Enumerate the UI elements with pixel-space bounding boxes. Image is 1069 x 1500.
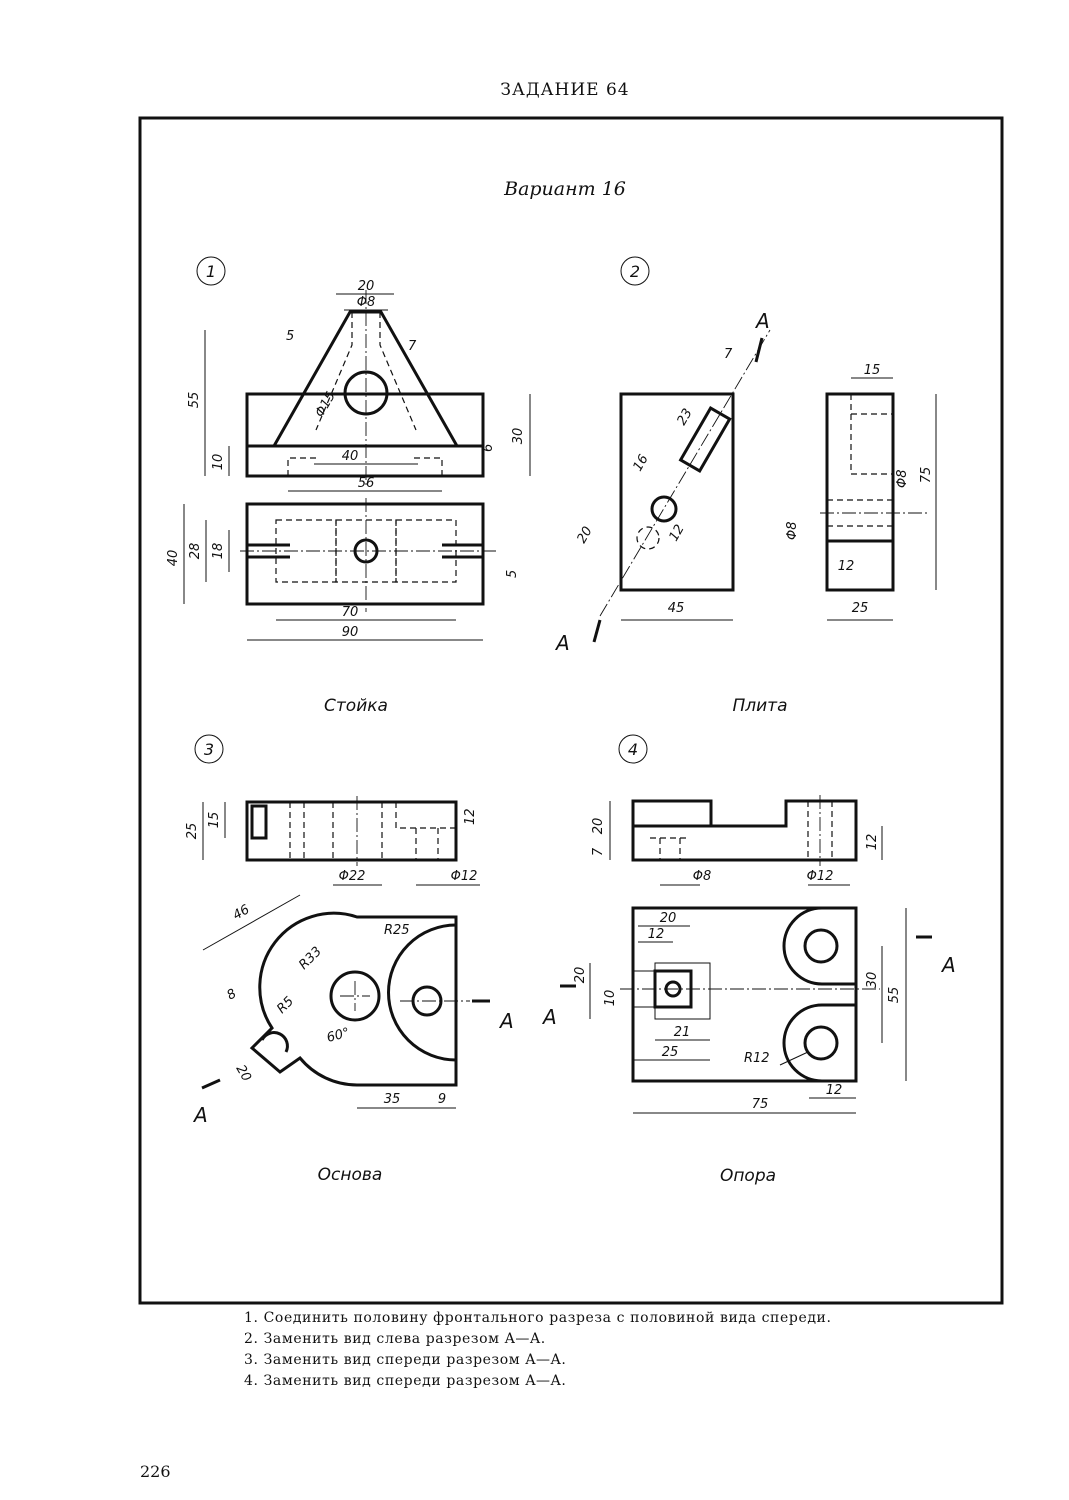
- svg-text:40: 40: [342, 449, 359, 464]
- svg-text:4: 4: [628, 740, 638, 759]
- svg-text:46: 46: [231, 902, 253, 923]
- svg-text:3: 3: [204, 740, 214, 759]
- svg-text:Φ8: Φ8: [785, 521, 800, 540]
- svg-text:R33: R33: [296, 944, 325, 973]
- svg-text:21: 21: [674, 1025, 691, 1040]
- svg-text:2: 2: [630, 262, 640, 281]
- svg-text:56: 56: [358, 476, 375, 491]
- svg-text:Φ12: Φ12: [807, 869, 834, 884]
- task-item: 4. Заменить вид спереди разрезом A—A.: [244, 1373, 567, 1389]
- part-4-top-view: 20 12 20 10 30 55 21 25 R12 12 75 A A: [541, 906, 956, 1114]
- svg-text:90: 90: [342, 625, 359, 640]
- part-3-front-view: 25 15 12 Φ22 Φ12: [185, 796, 480, 886]
- svg-text:Φ12: Φ12: [451, 869, 478, 884]
- svg-text:25: 25: [852, 601, 869, 616]
- svg-text:R12: R12: [744, 1051, 770, 1066]
- svg-text:R5: R5: [274, 994, 297, 1017]
- svg-text:A: A: [192, 1103, 208, 1127]
- svg-text:55: 55: [887, 987, 902, 1004]
- svg-text:45: 45: [668, 601, 685, 616]
- svg-text:12: 12: [463, 808, 478, 825]
- task-item: 2. Заменить вид слева разрезом A—A.: [244, 1331, 546, 1347]
- task-list: 1. Соединить половину фронтального разре…: [244, 1308, 832, 1392]
- svg-text:5: 5: [505, 570, 520, 578]
- svg-text:5: 5: [286, 329, 294, 344]
- svg-text:55: 55: [187, 392, 202, 409]
- svg-text:A: A: [541, 1005, 557, 1029]
- part-1-front-view: 20 Φ8 5 7 55 Φ15 30 10 40 6 56: [187, 279, 531, 492]
- task-item: 3. Заменить вид спереди разрезом A—A.: [244, 1352, 567, 1368]
- svg-text:28: 28: [188, 543, 203, 560]
- part-4-name: Опора: [720, 1166, 776, 1186]
- svg-text:15: 15: [864, 363, 881, 378]
- svg-text:Φ8: Φ8: [693, 869, 712, 884]
- part-number-1: 1: [196, 256, 226, 286]
- part-number-2: 2: [620, 256, 650, 286]
- svg-text:70: 70: [342, 605, 359, 620]
- svg-text:30: 30: [865, 972, 880, 989]
- svg-text:Φ8: Φ8: [357, 295, 376, 310]
- svg-text:Φ8: Φ8: [895, 469, 910, 488]
- svg-text:1: 1: [206, 262, 216, 281]
- svg-text:12: 12: [865, 834, 880, 851]
- svg-text:12: 12: [826, 1083, 843, 1098]
- page-number: 226: [140, 1462, 171, 1481]
- svg-text:12: 12: [666, 522, 687, 544]
- svg-text:10: 10: [211, 454, 226, 471]
- svg-text:60°: 60°: [325, 1025, 351, 1045]
- part-2-front-view: A A 7 23 16 20 12 45: [554, 309, 771, 655]
- svg-text:20: 20: [233, 1063, 254, 1085]
- svg-text:40: 40: [166, 550, 181, 567]
- part-2-side-view: 15 Φ8 75 Φ8 12 25: [785, 363, 937, 621]
- svg-text:20: 20: [660, 911, 677, 926]
- svg-text:16: 16: [630, 452, 651, 474]
- svg-text:8: 8: [225, 986, 240, 1003]
- svg-text:20: 20: [358, 279, 375, 294]
- svg-text:6: 6: [481, 444, 496, 452]
- svg-text:75: 75: [919, 467, 934, 484]
- part-1-name: Стойка: [324, 696, 388, 716]
- svg-text:23: 23: [674, 406, 695, 428]
- variant-title: Вариант 16: [504, 178, 626, 200]
- svg-text:Φ22: Φ22: [339, 869, 366, 884]
- svg-text:20: 20: [591, 818, 606, 835]
- task-item: 1. Соединить половину фронтального разре…: [244, 1310, 832, 1326]
- svg-text:9: 9: [438, 1092, 446, 1107]
- svg-text:20: 20: [573, 967, 588, 984]
- svg-text:10: 10: [603, 990, 618, 1007]
- svg-text:A: A: [498, 1009, 514, 1033]
- svg-text:35: 35: [384, 1092, 401, 1107]
- svg-text:A: A: [554, 631, 570, 655]
- svg-text:20: 20: [574, 524, 595, 546]
- svg-text:75: 75: [752, 1097, 769, 1112]
- svg-text:7: 7: [724, 347, 733, 362]
- part-number-3: 3: [194, 734, 224, 764]
- svg-text:12: 12: [838, 559, 855, 574]
- svg-text:A: A: [940, 953, 956, 977]
- svg-text:R25: R25: [384, 923, 410, 938]
- svg-text:30: 30: [511, 428, 526, 445]
- page-header: ЗАДАНИЕ 64: [500, 80, 630, 100]
- svg-text:15: 15: [207, 812, 222, 829]
- svg-text:18: 18: [211, 543, 226, 560]
- part-number-4: 4: [618, 734, 648, 764]
- svg-text:7: 7: [408, 339, 417, 354]
- part-4-front-view: 20 7 12 Φ8 Φ12: [591, 795, 883, 886]
- svg-text:7: 7: [591, 847, 606, 856]
- part-3-name: Основа: [318, 1165, 383, 1185]
- part-3-top-view: 46 R25 R33 8 R5 60° 20 35 9 A A: [192, 894, 514, 1127]
- part-1-top-view: 40 28 18 5 70 90: [166, 498, 520, 641]
- svg-text:12: 12: [648, 927, 665, 942]
- svg-text:25: 25: [662, 1045, 679, 1060]
- svg-text:A: A: [754, 309, 770, 333]
- svg-text:25: 25: [185, 823, 200, 840]
- drawing-frame: [138, 116, 1004, 1305]
- part-2-name: Плита: [732, 696, 787, 716]
